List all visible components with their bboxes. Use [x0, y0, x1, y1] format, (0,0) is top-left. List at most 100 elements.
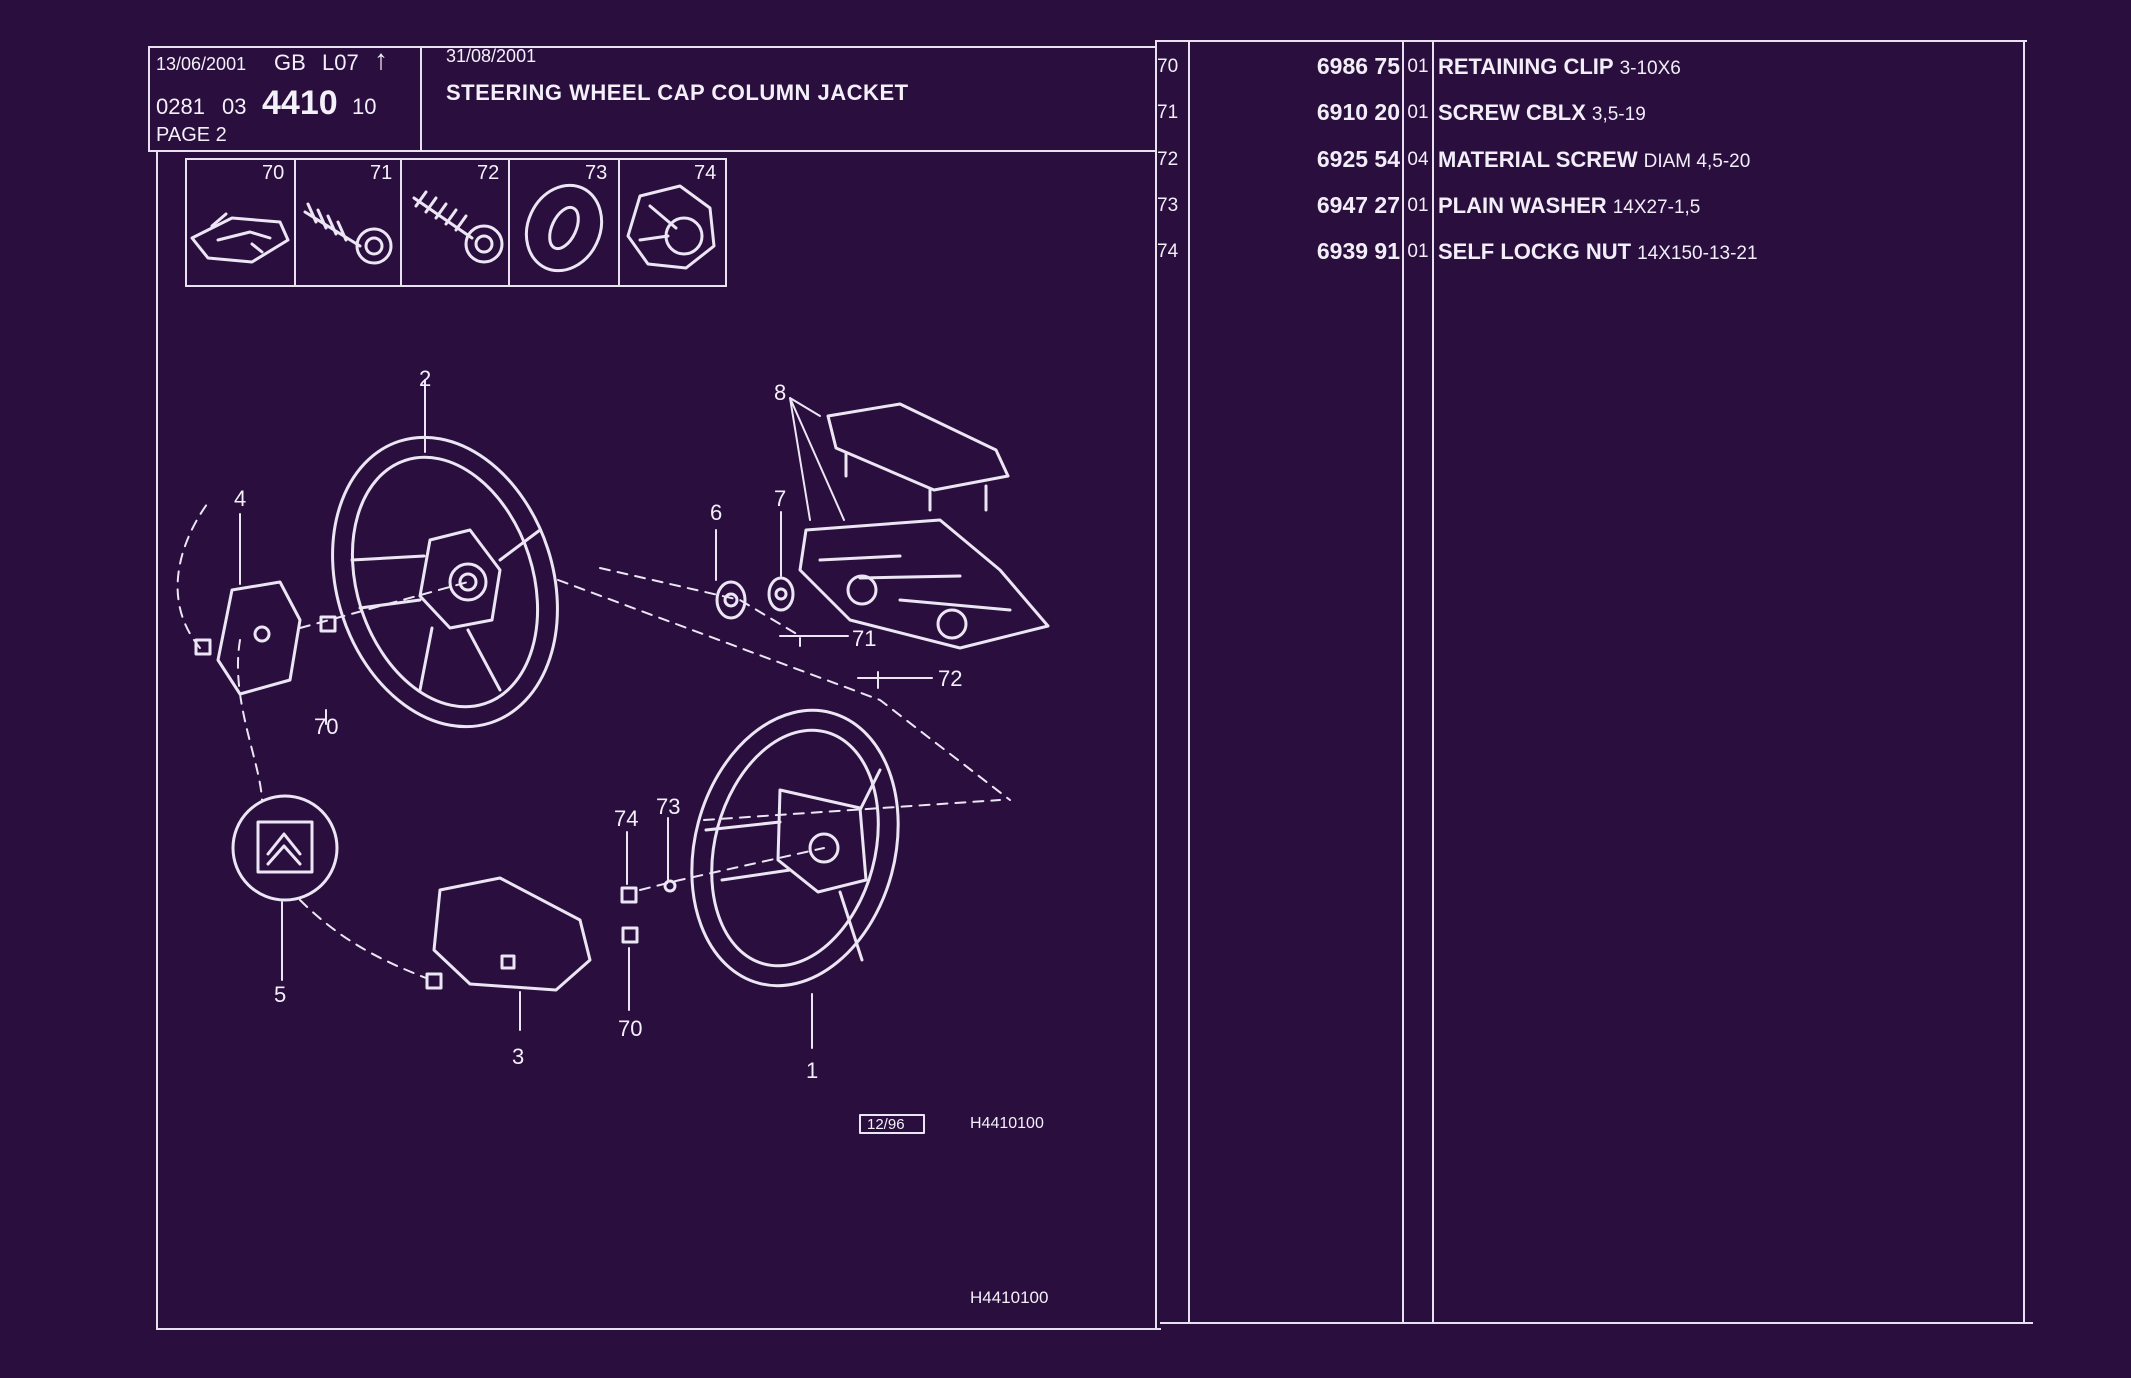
part-name: SCREW CBLX — [1438, 100, 1586, 125]
callout-1: 1 — [806, 1058, 819, 1083]
thumb-label-70: 70 — [262, 162, 285, 184]
thumb-div-1 — [294, 158, 296, 287]
part-name: RETAINING CLIP — [1438, 54, 1614, 79]
frame-top-right — [1155, 40, 2027, 42]
part-line-number: 71 — [1157, 102, 1179, 123]
part-spec: 3,5-19 — [1591, 104, 1646, 125]
frame-bottom-right — [1160, 1322, 2033, 1324]
thumb-label-72: 72 — [477, 162, 500, 184]
callout-3: 3 — [512, 1044, 525, 1069]
thumb-div-2 — [400, 158, 402, 287]
date-box-frame — [859, 1114, 925, 1134]
vehicle-code: L07 — [322, 50, 359, 75]
thumb-div-4 — [618, 158, 620, 287]
lock-nut-icon — [626, 184, 716, 270]
frame-header-split — [420, 46, 422, 152]
ref-suffix: 10 — [352, 94, 377, 119]
emblem-badge — [231, 794, 339, 902]
screw-icon — [303, 202, 393, 265]
arrow-up-icon: ↑ — [374, 44, 388, 75]
part-name: MATERIAL SCREW — [1438, 147, 1638, 172]
frame-left-lower — [156, 152, 158, 1330]
washer-part-7 — [767, 576, 795, 612]
horn-pad — [432, 876, 592, 992]
callout-70-lower: 70 — [618, 1016, 643, 1041]
thumb-div-3 — [508, 158, 510, 287]
callout-4: 4 — [234, 486, 247, 511]
thumb-frame-bottom — [185, 285, 727, 287]
column-divider-4 — [1432, 40, 1434, 1324]
part-line-number: 74 — [1157, 241, 1179, 262]
part-line-number: 73 — [1157, 195, 1179, 216]
leader-lines — [239, 379, 933, 1049]
part-quantity: 01 — [1407, 102, 1429, 123]
material-screw-icon — [412, 190, 504, 264]
page-title: STEERING WHEEL CAP COLUMN JACKET — [446, 80, 909, 105]
column-divider-2 — [1188, 40, 1190, 1324]
clip-70-upper — [319, 615, 337, 633]
thumb-frame-left — [185, 158, 187, 287]
steering-wheel-lower — [690, 708, 900, 988]
horn-cover — [194, 580, 302, 696]
part-reference: 6925 54 — [1316, 146, 1400, 172]
part-spec: 3-10X6 — [1619, 58, 1681, 79]
part-name: PLAIN WASHER — [1438, 193, 1607, 218]
frame-right — [2023, 40, 2025, 1323]
callout-2: 2 — [419, 366, 432, 391]
column-shroud — [798, 402, 1050, 650]
column-divider-1 — [1155, 40, 1157, 1330]
part-reference: 6986 75 — [1316, 53, 1400, 79]
group-number: 4410 — [262, 84, 338, 122]
part-name: SELF LOCKG NUT — [1438, 239, 1632, 264]
country-code: GB — [274, 50, 306, 75]
footer-ref: H4410100 — [970, 1288, 1049, 1307]
drawing-ref: H4410100 — [970, 1115, 1044, 1132]
part-quantity: 01 — [1407, 56, 1429, 77]
part-quantity: 01 — [1407, 195, 1429, 216]
part-line-number: 70 — [1157, 56, 1179, 77]
part-spec: 14X27-1,5 — [1612, 197, 1701, 218]
frame-header-bottom — [148, 150, 1155, 152]
washer-73 — [663, 879, 677, 893]
assembly-lines — [176, 499, 1011, 979]
nut-part-6 — [715, 580, 747, 620]
callout-6: 6 — [710, 500, 723, 525]
thumb-label-71: 71 — [370, 162, 393, 184]
part-spec: 14X150-13-21 — [1637, 243, 1758, 264]
callout-8: 8 — [774, 380, 787, 405]
callout-74: 74 — [614, 806, 639, 831]
thumb-frame-top — [185, 158, 727, 160]
part-quantity: 01 — [1407, 241, 1429, 262]
nut-74 — [620, 886, 638, 904]
clip-dot — [425, 972, 443, 990]
part-line-number: 72 — [1157, 149, 1179, 170]
callout-71: 71 — [852, 626, 877, 651]
part-reference: 6939 91 — [1316, 238, 1400, 264]
retaining-clip-icon — [190, 212, 290, 264]
column-divider-3 — [1402, 40, 1404, 1324]
callout-70-upper: 70 — [314, 714, 339, 739]
callout-73: 73 — [656, 794, 681, 819]
thumb-label-74: 74 — [694, 162, 717, 184]
ref-prefix-1: 0281 — [156, 94, 205, 119]
callout-5: 5 — [274, 982, 287, 1007]
ref-prefix-2: 03 — [222, 94, 247, 119]
frame-top-left — [148, 46, 1155, 48]
thumb-frame-right — [725, 158, 727, 287]
sheet-date: 31/08/2001 — [446, 46, 537, 66]
part-reference: 6947 27 — [1316, 192, 1400, 218]
steering-wheel-upper — [331, 435, 559, 729]
thumb-label-73: 73 — [585, 162, 608, 184]
frame-bottom-left — [156, 1328, 1161, 1330]
